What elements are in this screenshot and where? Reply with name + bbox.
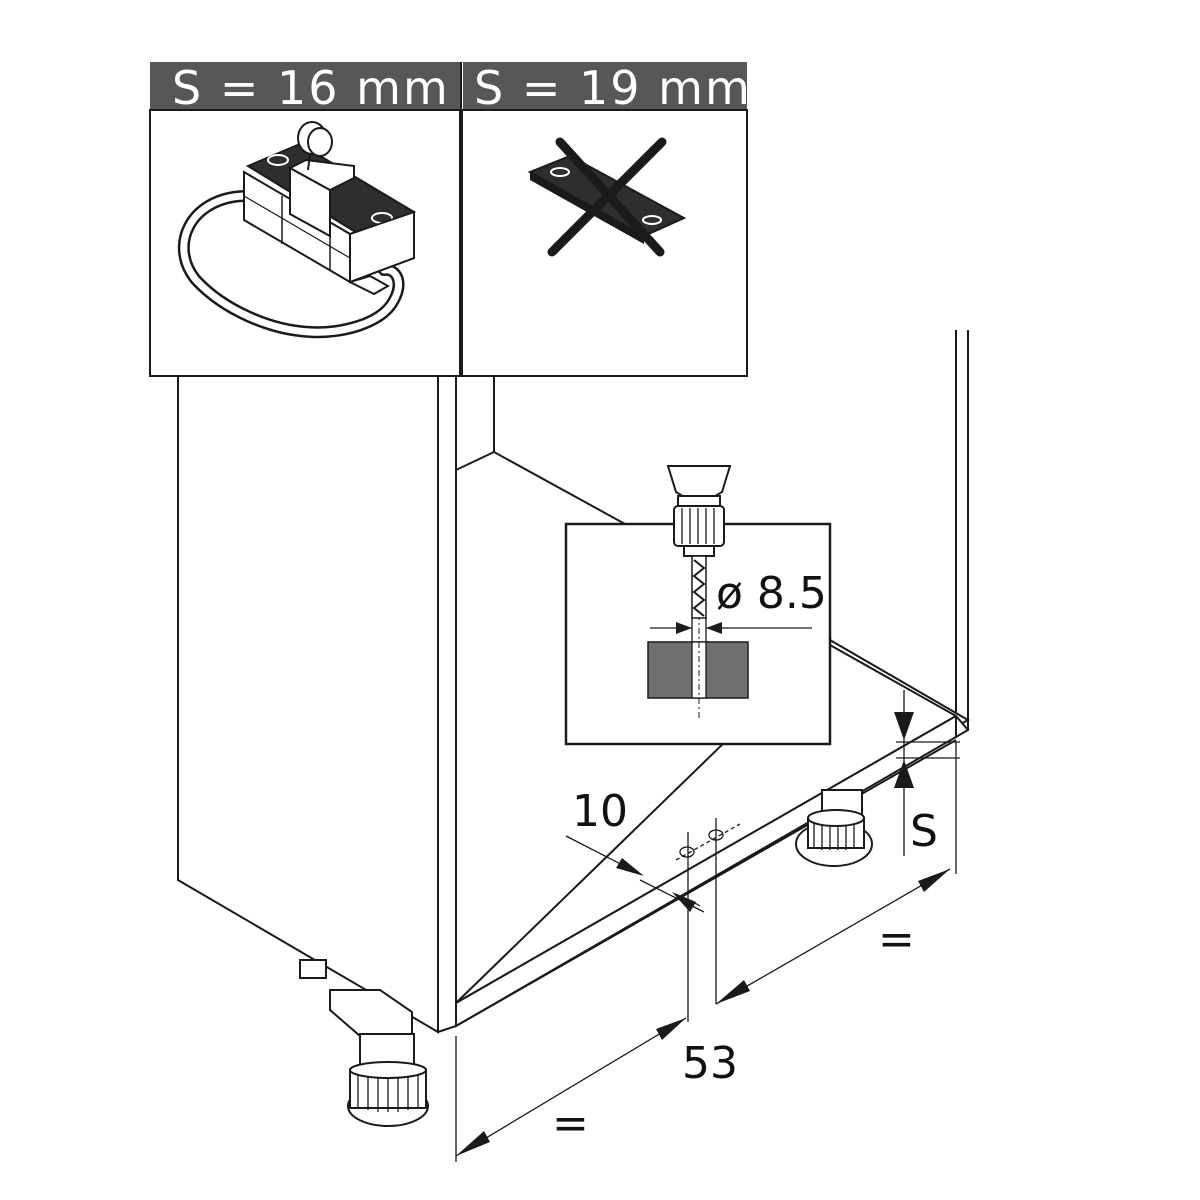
panel-header-left (150, 62, 460, 110)
panel-header-right (463, 62, 747, 110)
dimension-label-10: 10 (572, 786, 628, 837)
drill-holes (675, 818, 741, 1022)
cabinet-side-edge (437, 371, 457, 1034)
panel-header-right-text: S = 19 mm (474, 61, 752, 115)
panel-header-left-text: S = 16 mm (172, 61, 450, 115)
equal-label-right: = (878, 914, 915, 965)
crossed-out-plate-icon (527, 137, 687, 257)
leveling-foot-left (299, 959, 429, 1127)
drill-diameter-label: ø 8.5 (716, 568, 827, 619)
adapter-plate-with-clip-icon (177, 121, 417, 339)
leveling-foot-right (795, 789, 873, 867)
dimension-label-53: 53 (682, 1038, 738, 1089)
drill-icon (666, 465, 732, 619)
equal-label-left: = (552, 1098, 589, 1149)
dimension-lines (455, 690, 960, 1162)
cabinet-left-side-panel (177, 371, 439, 1034)
dimension-label-s: S (910, 806, 938, 857)
